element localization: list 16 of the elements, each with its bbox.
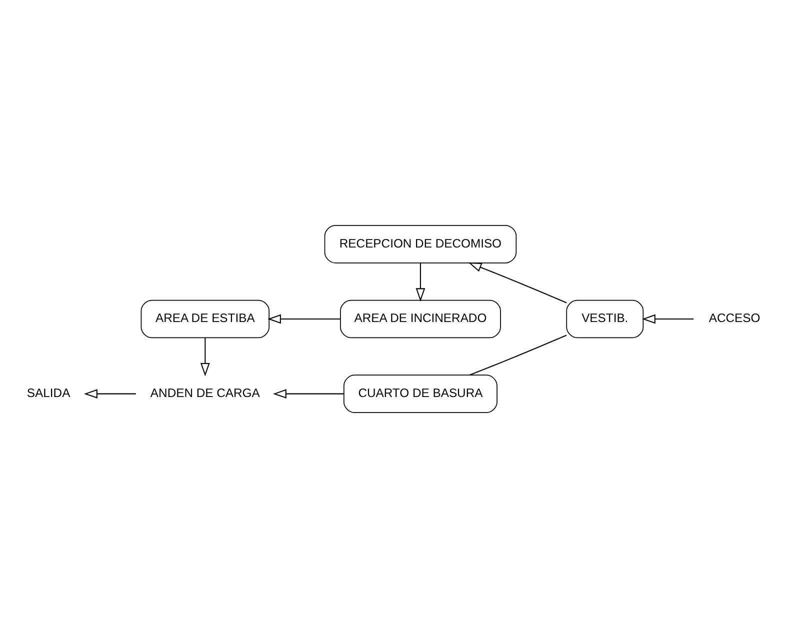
node-text: ACCESO — [708, 310, 760, 325]
arrow — [468, 262, 567, 303]
arrow — [416, 262, 426, 302]
arrow — [268, 314, 340, 324]
node-text: SALIDA — [26, 386, 70, 400]
arrow — [200, 337, 210, 376]
arrow — [272, 388, 344, 398]
node-box: CUARTO DE BASURA — [343, 374, 498, 412]
node-box: AREA DE ESTIBA — [140, 299, 270, 338]
connector — [469, 334, 567, 376]
node-box: RECEPCION DE DECOMISO — [324, 224, 517, 263]
node-box: AREA DE INCINERADO — [340, 299, 501, 338]
arrow — [642, 314, 694, 324]
arrow — [84, 388, 136, 398]
node-text: ANDEN DE CARGA — [150, 386, 260, 400]
node-box: VESTIB. — [566, 299, 644, 338]
